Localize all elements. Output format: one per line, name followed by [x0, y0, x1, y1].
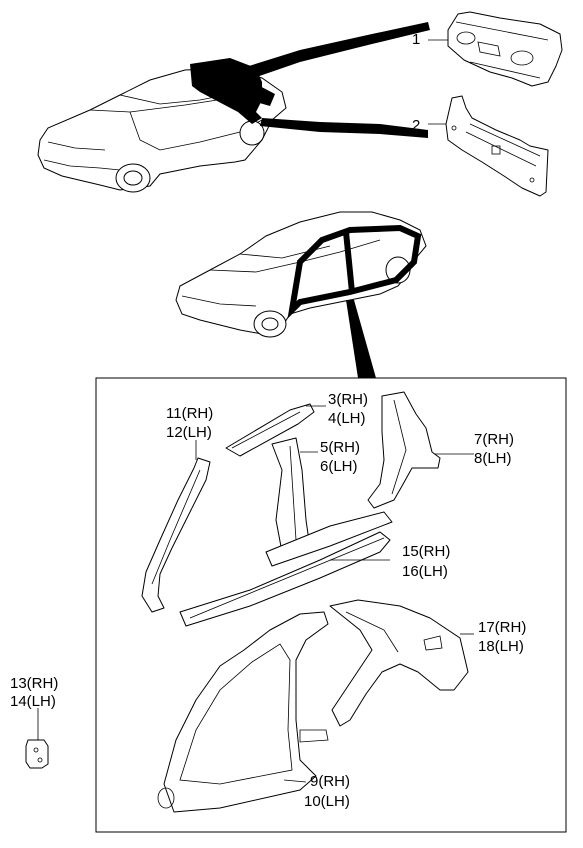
label-12: 12(LH) — [166, 424, 212, 441]
label-7: 7(RH) — [474, 431, 514, 448]
part-15-16-sill-inner — [179, 511, 393, 627]
pointer-to-part-1 — [236, 22, 430, 82]
label-5: 5(RH) — [320, 439, 360, 456]
label-1: 1 — [412, 31, 420, 48]
label-8: 8(LH) — [474, 450, 512, 467]
label-6: 6(LH) — [320, 458, 358, 475]
part-2-back-panel — [445, 95, 549, 197]
label-4: 4(LH) — [328, 410, 366, 427]
car-top-illustration — [37, 58, 287, 193]
label-15: 15(RH) — [402, 543, 450, 560]
label-9: 9(RH) — [310, 773, 350, 790]
pointer-to-detail — [346, 300, 376, 378]
part-11-12-front-pillar — [141, 457, 211, 613]
part-17-18-quarter-outer — [329, 599, 469, 727]
detail-frame — [95, 377, 567, 833]
part-7-8-quarter-inner — [367, 391, 441, 509]
label-13: 13(RH) — [10, 675, 58, 692]
label-18: 18(LH) — [478, 638, 524, 655]
label-17: 17(RH) — [478, 619, 526, 636]
label-10: 10(LH) — [304, 793, 350, 810]
car-middle-illustration — [175, 211, 427, 338]
label-16: 16(LH) — [402, 563, 448, 580]
part-3-4-roof-rail — [225, 403, 315, 457]
part-1-rear-shelf — [447, 11, 563, 87]
part-9-10-side-outer — [157, 611, 329, 813]
label-2: 2 — [412, 117, 420, 134]
leader-9 — [283, 779, 307, 783]
label-3: 3(RH) — [328, 391, 368, 408]
label-11: 11(RH) — [166, 405, 213, 422]
pointer-to-part-2 — [260, 118, 428, 138]
part-13-14-bracket — [25, 739, 49, 769]
label-14: 14(LH) — [10, 693, 56, 710]
